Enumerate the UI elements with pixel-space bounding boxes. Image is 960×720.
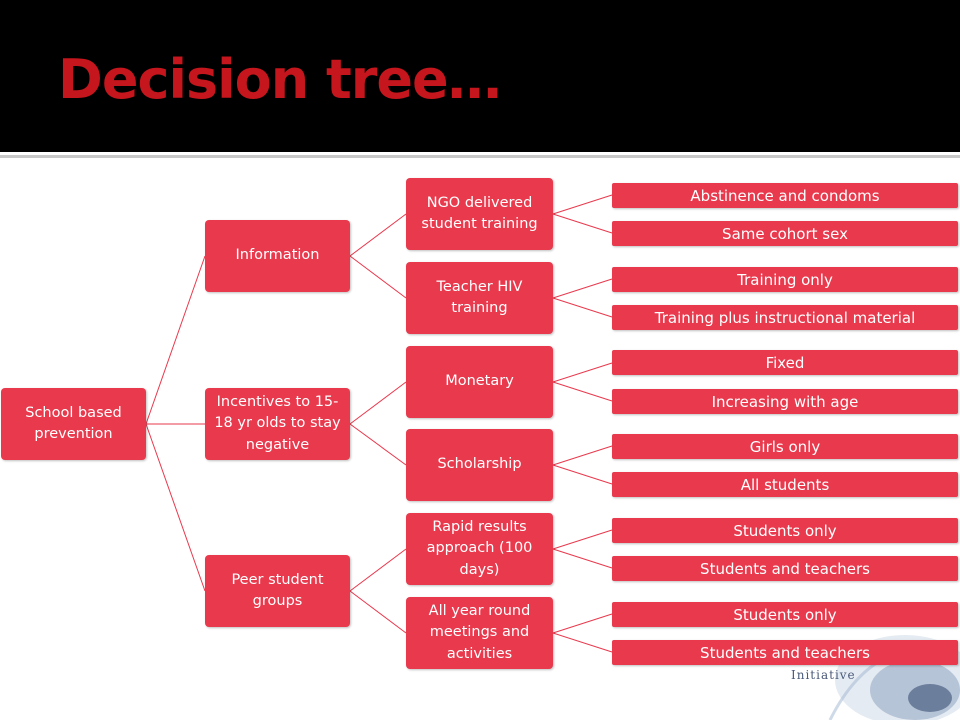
leaf-item: Students and teachers (612, 556, 958, 581)
leaf-item: Abstinence and condoms (612, 183, 958, 208)
node-rapid-results: Rapid results approach (100 days) (406, 513, 553, 585)
connector (552, 613, 613, 634)
leaf-item: Students and teachers (612, 640, 958, 665)
slide-title: Decision tree… (58, 48, 502, 111)
leaf-item: Students only (612, 518, 958, 543)
node-teacher-hiv-training: Teacher HIV training (406, 262, 553, 334)
leaf-item: Increasing with age (612, 389, 958, 414)
header-divider (0, 155, 960, 158)
leaf-item: Fixed (612, 350, 958, 375)
connector (552, 362, 613, 383)
node-scholarship: Scholarship (406, 429, 553, 501)
connector (349, 423, 407, 466)
leaf-item: Training only (612, 267, 958, 292)
node-ngo-training: NGO delivered student training (406, 178, 553, 250)
title-bar: Decision tree… (0, 0, 960, 152)
connector (552, 297, 613, 318)
node-information: Information (205, 220, 350, 292)
connector (349, 548, 407, 592)
connector (552, 632, 613, 653)
connector (552, 278, 613, 299)
connector (349, 255, 407, 299)
connector (552, 548, 613, 569)
connector (349, 590, 407, 634)
connector (552, 381, 613, 402)
connector (552, 213, 613, 234)
leaf-item: All students (612, 472, 958, 497)
leaf-item: Girls only (612, 434, 958, 459)
connector (552, 464, 613, 485)
connector (145, 255, 206, 425)
node-incentives: Incentives to 15-18 yr olds to stay nega… (205, 388, 350, 460)
connector (349, 381, 407, 425)
leaf-item: Training plus instructional material (612, 305, 958, 330)
connector (552, 529, 613, 550)
leaf-item: Students only (612, 602, 958, 627)
node-monetary: Monetary (406, 346, 553, 418)
logo-text: Initiative (791, 668, 856, 682)
root-node: School based prevention (1, 388, 146, 460)
leaf-item: Same cohort sex (612, 221, 958, 246)
connector (552, 194, 613, 215)
connector (349, 213, 407, 257)
connector (145, 423, 206, 592)
node-all-year-meetings: All year round meetings and activities (406, 597, 553, 669)
connector (552, 445, 613, 466)
node-peer-student-groups: Peer student groups (205, 555, 350, 627)
